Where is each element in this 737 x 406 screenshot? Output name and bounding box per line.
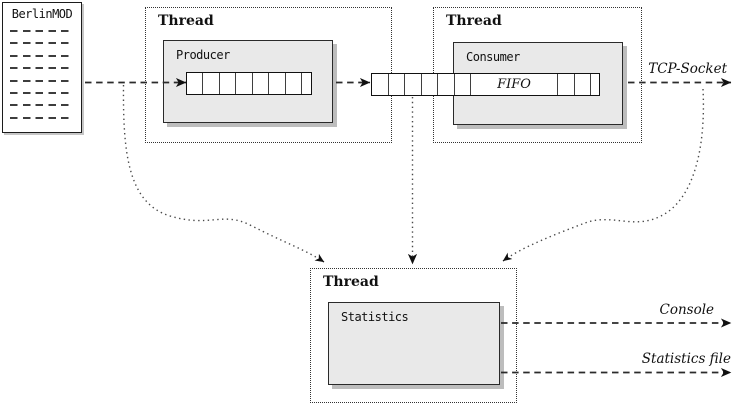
consumer-label: Consumer [466, 50, 520, 64]
producer-thread-label: Thread [158, 13, 214, 29]
qcell [454, 74, 471, 95]
doc-dash-row [10, 67, 74, 70]
berlinmod-title: BerlinMOD [11, 7, 73, 21]
tcp-socket-label: TCP-Socket [648, 61, 727, 77]
doc-dash-row [10, 91, 74, 94]
statistics-box: Statistics [328, 302, 500, 385]
console-label: Console [659, 302, 714, 318]
producer-queue [186, 72, 312, 95]
fifo-label-cell: FIFO [471, 74, 558, 95]
qcell [269, 73, 286, 94]
statistics-thread-box: Thread [310, 268, 517, 403]
berlinmod-document: BerlinMOD [2, 2, 82, 133]
qcell [574, 74, 591, 95]
qcell [421, 74, 438, 95]
consumer-thread-label: Thread [446, 13, 502, 29]
qcell [219, 73, 237, 94]
queue-tail-cell [301, 73, 311, 94]
qcell [187, 73, 204, 94]
document-text-lines [3, 21, 81, 119]
qcell [203, 73, 220, 94]
qcell [252, 73, 270, 94]
fifo-buffer: FIFO [371, 73, 600, 96]
fifo-tail-cell [591, 74, 599, 95]
doc-dash-row [10, 54, 74, 57]
producer-label: Producer [176, 48, 230, 62]
qcell [372, 74, 389, 95]
qcell [405, 74, 422, 95]
qcell [285, 73, 302, 94]
statistics-label: Statistics [341, 310, 409, 324]
doc-dash-row [10, 104, 74, 107]
fifo-label: FIFO [497, 77, 531, 92]
qcell [438, 74, 455, 95]
doc-dash-row [10, 116, 74, 119]
doc-dash-row [10, 79, 74, 82]
doc-dash-row [10, 42, 74, 45]
doc-dash-row [10, 30, 74, 32]
statistics-file-label: Statistics file [641, 351, 731, 367]
qcell [558, 74, 575, 95]
statistics-thread-label: Thread [323, 274, 379, 290]
qcell [236, 73, 253, 94]
qcell [388, 74, 405, 95]
